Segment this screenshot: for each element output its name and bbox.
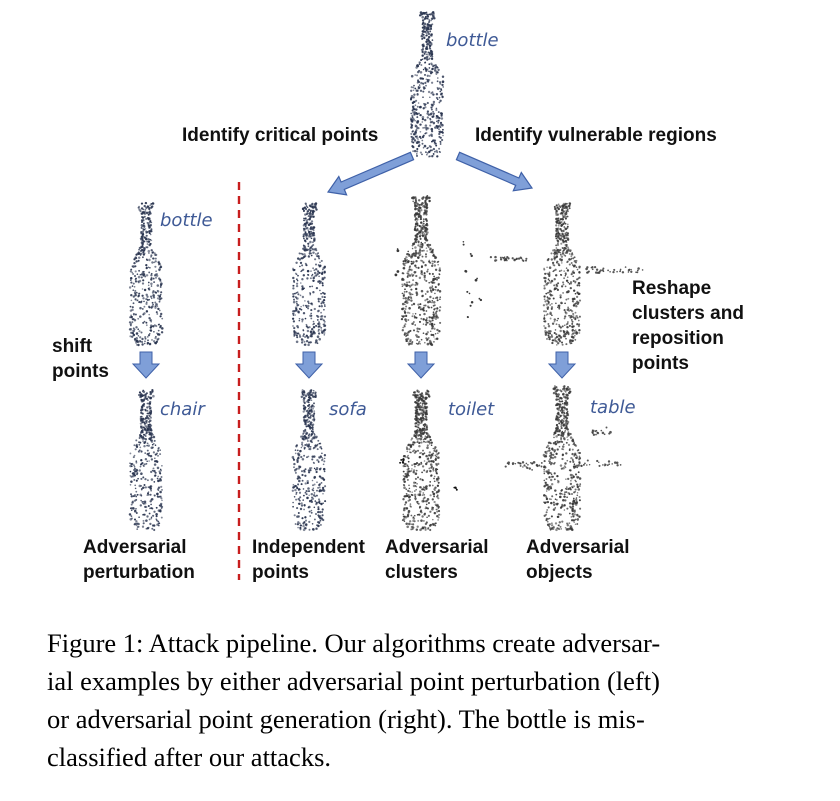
- left-branch-arrow: [326, 151, 415, 196]
- objects-after-stick-left: [504, 461, 546, 471]
- caption-line-3: or adversarial point generation (right).…: [47, 704, 645, 734]
- column-label-independent-line2: points: [252, 562, 309, 583]
- branch-label-critical-points: Identify critical points: [182, 125, 379, 146]
- column-label-clusters-line2: clusters: [385, 562, 458, 583]
- clusters-before-extra-points: [394, 241, 483, 319]
- perturbation-bottle-after: [128, 388, 164, 532]
- column-label-clusters-line1: Adversarial: [385, 537, 489, 558]
- shift-points-label-line1: shift: [52, 336, 93, 357]
- clusters-down-arrow: [406, 351, 436, 379]
- class-label-source: bottle: [446, 30, 499, 51]
- class-label-clusters: toilet: [448, 399, 495, 420]
- independent-bottle-before: [291, 202, 327, 347]
- objects-after-floating: [591, 426, 612, 436]
- column-label-independent-line1: Independent: [252, 537, 365, 558]
- class-label-independent: sofa: [329, 399, 367, 420]
- objects-bottle-before: [542, 202, 582, 346]
- clusters-after-extra-points: [399, 458, 458, 491]
- objects-before-stick: [585, 265, 644, 275]
- perturbation-bottle-before: [128, 201, 164, 347]
- caption-line-4: classified after our attacks.: [47, 742, 332, 772]
- clusters-before-line: [489, 255, 528, 262]
- perturbation-down-arrow: [131, 351, 161, 379]
- column-label-perturbation-line2: perturbation: [83, 562, 195, 583]
- caption-line-1: Figure 1: Attack pipeline. Our algorithm…: [47, 628, 661, 658]
- clusters-bottle-before: [400, 194, 442, 347]
- independent-down-arrow: [294, 351, 324, 379]
- class-label-perturbation-after: chair: [160, 399, 205, 420]
- independent-bottle-after: [291, 389, 327, 532]
- source-bottle-pointcloud: [409, 10, 445, 158]
- figure-caption: Figure 1: Attack pipeline. Our algorithm…: [47, 624, 807, 776]
- branch-label-vulnerable-regions: Identify vulnerable regions: [475, 125, 717, 146]
- objects-bottle-after: [542, 385, 582, 532]
- caption-line-2: ial examples by either adversarial point…: [47, 666, 660, 696]
- reshape-label-line4: points: [632, 353, 689, 374]
- reshape-label-line2: clusters and: [632, 303, 744, 324]
- class-label-perturbation-before: bottle: [160, 210, 213, 231]
- column-label-objects-line1: Adversarial: [526, 537, 630, 558]
- objects-after-stick-right: [578, 459, 622, 468]
- column-label-objects-line2: objects: [526, 562, 593, 583]
- reshape-label-line1: Reshape: [632, 278, 712, 299]
- reshape-label-line3: reposition: [632, 328, 724, 349]
- class-label-objects: table: [590, 397, 636, 418]
- right-branch-arrow: [455, 151, 534, 192]
- objects-down-arrow: [547, 351, 577, 379]
- column-label-perturbation-line1: Adversarial: [83, 537, 187, 558]
- clusters-bottle-after: [401, 389, 441, 532]
- shift-points-label-line2: points: [52, 361, 109, 382]
